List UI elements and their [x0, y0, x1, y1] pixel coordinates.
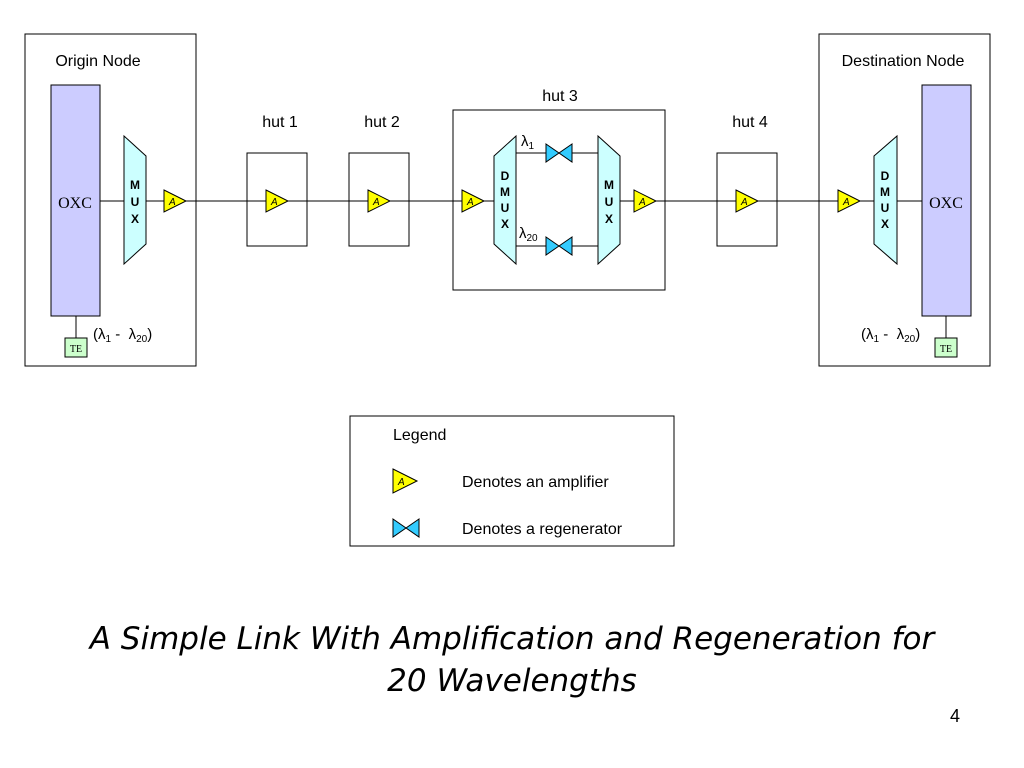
amplifier-icon: A [367, 189, 392, 213]
dmux-letter: M [500, 185, 510, 199]
regenerator-icon [558, 236, 573, 256]
dmux-letter: X [501, 217, 509, 231]
mux-letter: M [604, 178, 614, 192]
destination-dmux [873, 134, 898, 266]
legend-regenerator-icon [392, 518, 407, 538]
mux-letter: U [131, 195, 140, 209]
svg-text:A: A [168, 197, 176, 208]
legend: Legend A Denotes an amplifier Denotes a … [349, 415, 675, 547]
dmux-letter: D [881, 169, 890, 183]
destination-oxc-label: OXC [929, 195, 963, 212]
destination-wavelength-range: (λ1 - λ20) [861, 326, 920, 345]
dmux-letter: U [881, 201, 890, 215]
destination-node-title: Destination Node [842, 53, 965, 70]
destination-oxc [921, 84, 972, 317]
slide-title-line-2: 20 Wavelengths [387, 663, 637, 699]
channel-label-top: λ1 [521, 133, 535, 152]
svg-text:A: A [397, 477, 405, 488]
hut-label: hut 4 [732, 114, 768, 131]
hut3-mux [597, 134, 621, 266]
amplifier-icon: A [265, 189, 290, 213]
page-number: 4 [949, 706, 960, 726]
origin-node-title: Origin Node [55, 53, 140, 70]
origin-te-label: TE [70, 344, 82, 355]
legend-amplifier-icon: A [392, 468, 419, 494]
hut-label: hut 3 [542, 88, 578, 105]
hut-1: hut 1 A [246, 114, 308, 247]
regenerator-icon [558, 143, 573, 163]
amplifier-icon: A [461, 189, 486, 213]
slide-title: A Simple Link With Amplification and Reg… [40, 618, 984, 702]
channel-label-bottom: λ20 [519, 225, 538, 244]
svg-text:A: A [638, 197, 646, 208]
hut-2: hut 2 A [348, 114, 410, 247]
dmux-letter: U [501, 201, 510, 215]
amplifier-icon: A [163, 189, 188, 213]
svg-text:A: A [270, 197, 278, 208]
legend-regenerator-icon [405, 518, 420, 538]
amplifier-icon: A [633, 189, 658, 213]
destination-te [934, 337, 958, 358]
hut3-dmux [493, 134, 517, 266]
slide-title-line-1: A Simple Link With Amplification and Reg… [89, 621, 935, 657]
svg-text:A: A [842, 197, 850, 208]
amplifier-icon: A [735, 189, 760, 213]
destination-node: Destination Node A D M U X OXC TE (λ1 - … [818, 33, 991, 367]
dmux-letter: D [501, 169, 510, 183]
destination-te-label: TE [940, 344, 952, 355]
regenerator-icon [545, 143, 560, 163]
dmux-letter: M [880, 185, 890, 199]
fiber-links [75, 152, 947, 338]
hut-4: hut 4 A [716, 114, 778, 247]
dmux-letter: X [881, 217, 889, 231]
legend-regenerator-text: Denotes a regenerator [462, 521, 623, 538]
origin-node: Origin Node OXC M U X A TE (λ1 - λ20) [24, 33, 197, 367]
mux-letter: M [130, 178, 140, 192]
svg-text:A: A [740, 197, 748, 208]
origin-te [64, 337, 88, 358]
hut-label: hut 2 [364, 114, 400, 131]
origin-wavelength-range: (λ1 - λ20) [93, 326, 152, 345]
hut-3: hut 3 A D M U X λ1 λ20 M U X A [452, 88, 666, 291]
legend-amplifier-text: Denotes an amplifier [462, 474, 609, 491]
origin-oxc-label: OXC [58, 195, 92, 212]
regenerator-icon [545, 236, 560, 256]
svg-text:A: A [466, 197, 474, 208]
mux-letter: U [605, 195, 614, 209]
mux-letter: X [131, 212, 139, 226]
svg-text:A: A [372, 197, 380, 208]
amplifier-icon: A [837, 189, 862, 213]
hut-label: hut 1 [262, 114, 298, 131]
mux-letter: X [605, 212, 613, 226]
origin-oxc [50, 84, 101, 317]
origin-mux [123, 134, 147, 266]
legend-title: Legend [393, 427, 446, 444]
